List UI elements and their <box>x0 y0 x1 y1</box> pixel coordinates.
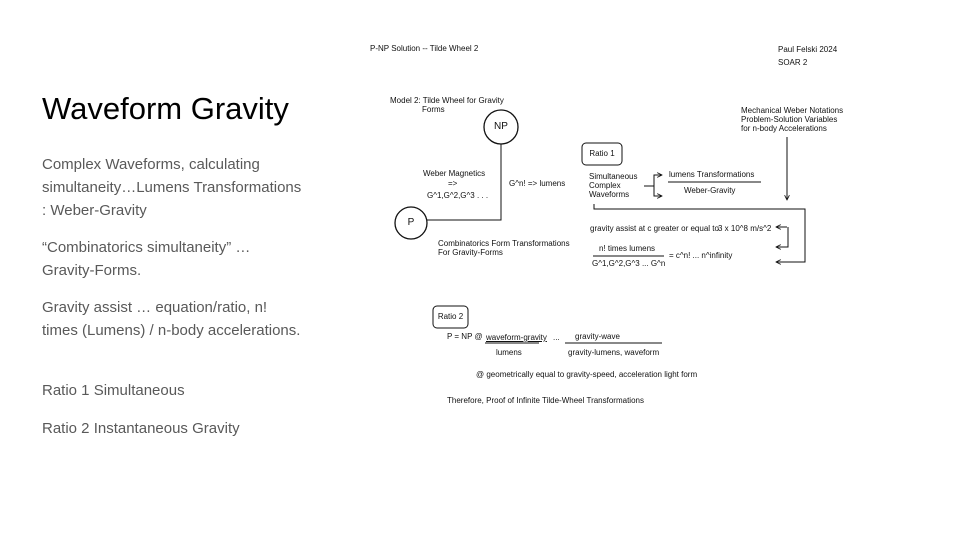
ratio2-dots: ... <box>553 333 560 342</box>
p-equals-np: P = NP @ <box>447 332 483 341</box>
ratio2-box <box>432 305 469 329</box>
n-times-lumens: n! times lumens <box>599 244 656 253</box>
simultaneous-line3: Waveforms <box>589 190 630 199</box>
mechanical-line1: Mechanical Weber Notations <box>741 106 844 115</box>
diagram-header: P-NP Solution -- Tilde Wheel 2 <box>370 44 479 53</box>
ratio1-box <box>581 142 623 166</box>
bullet-ratio-2: Ratio 2 Instantaneous Gravity <box>42 420 240 437</box>
gravity-assist-text: gravity assist at c greater or equal to <box>590 224 719 233</box>
gn-lumens: G^n! => lumens <box>509 179 566 188</box>
g-series-denominator: G^1,G^2,G^3 ... G^n <box>592 259 666 268</box>
bullet-complex-waveforms: Complex Waveforms, calculating simultane… <box>42 156 302 219</box>
bullet-gravity-assist: Gravity assist … equation/ratio, n! time… <box>42 299 301 339</box>
equals-cn: = c^n! ... n^infinity <box>669 251 733 260</box>
lumens-transformations: lumens Transformations <box>669 170 755 179</box>
gravity-wave: gravity-wave <box>575 332 620 341</box>
therefore-statement: Therefore, Proof of Infinite Tilde-Wheel… <box>447 396 644 405</box>
simultaneous-line1: Simultaneous <box>589 172 638 181</box>
simultaneous-line2: Complex <box>589 181 621 190</box>
bullet-combinatorics: “Combinatorics simultaneity” … Gravity-F… <box>42 239 251 279</box>
mechanical-line2: Problem-Solution Variables <box>741 115 838 124</box>
weber-arrow: => <box>448 179 458 188</box>
mechanical-line3: for n-body Accelerations <box>741 124 827 133</box>
weber-gravity: Weber-Gravity <box>684 186 736 195</box>
waveforms-bracket-line <box>593 204 806 247</box>
diagram-author: Paul Felski 2024 <box>778 45 838 54</box>
bullet-ratio-1: Ratio 1 Simultaneous <box>42 382 185 399</box>
combinatorics-line1: Combinatorics Form Transformations <box>438 239 570 248</box>
slide-title: Waveform Gravity <box>42 91 289 126</box>
model-title-line1: Model 2: Tilde Wheel for Gravity <box>390 96 504 105</box>
branch-arrow-bottom <box>653 186 662 196</box>
p-node-label: P <box>407 217 415 228</box>
weber-g-series: G^1,G^2,G^3 . . . <box>427 191 489 200</box>
gravity-assist-arrow <box>776 227 789 247</box>
lumens-denominator: lumens <box>496 348 522 357</box>
combinatorics-line2: For Gravity-Forms <box>438 248 503 257</box>
geometric-statement: @ geometrically equal to gravity-speed, … <box>476 370 698 379</box>
np-to-p-line <box>427 144 502 221</box>
branch-arrow-top <box>644 175 662 187</box>
waveform-gravity: waveform-gravity <box>486 333 547 342</box>
diagram-subtitle: SOAR 2 <box>778 58 808 67</box>
ratio2-label: Ratio 2 <box>437 312 464 321</box>
ratio1-label: Ratio 1 <box>589 149 615 158</box>
weber-magnetics: Weber Magnetics <box>423 169 486 178</box>
speed-value: 3 x 10^8 m/s^2 <box>718 224 772 233</box>
p-node-circle <box>394 206 428 240</box>
model-title-line2: Forms <box>422 105 445 114</box>
lumens-arrow <box>776 247 806 262</box>
np-node-label: NP <box>494 121 508 132</box>
gravity-lumens-waveform: gravity-lumens, waveform <box>568 348 660 357</box>
